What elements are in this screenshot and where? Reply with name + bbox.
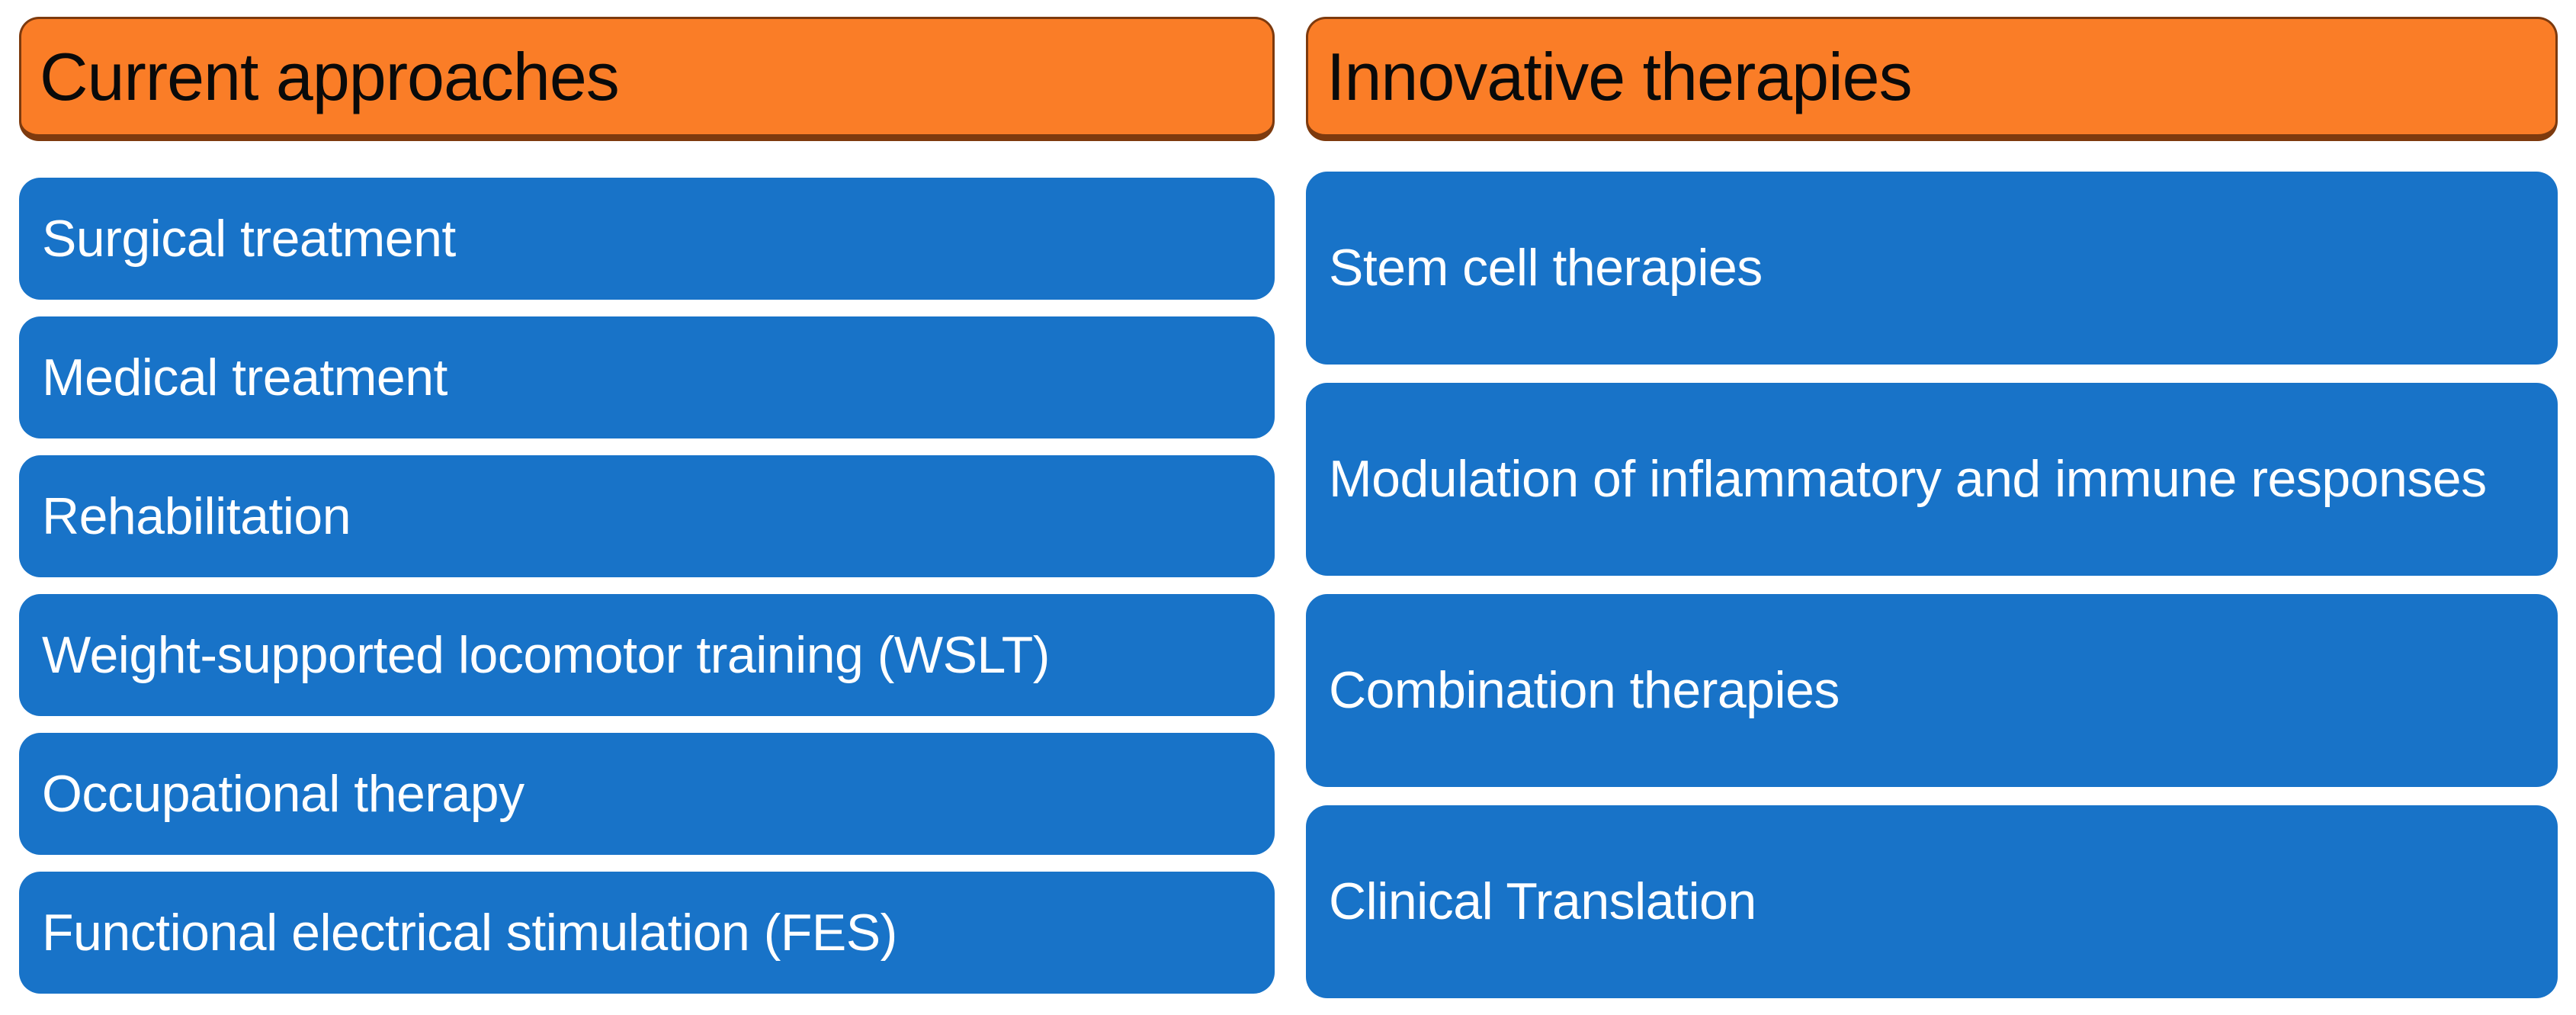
list-item-surgical-treatment: Surgical treatment: [19, 178, 1275, 300]
list-item-modulation-inflammatory-immune: Modulation of inflammatory and immune re…: [1306, 383, 2558, 576]
column-header-innovative-therapies: Innovative therapies: [1306, 17, 2558, 141]
list-item-functional-electrical-stimulation: Functional electrical stimulation (FES): [19, 872, 1275, 994]
list-item-occupational-therapy: Occupational therapy: [19, 733, 1275, 855]
column-header-current-approaches: Current approaches: [19, 17, 1275, 141]
list-item-clinical-translation: Clinical Translation: [1306, 805, 2558, 998]
list-item-combination-therapies: Combination therapies: [1306, 594, 2558, 787]
list-item-rehabilitation: Rehabilitation: [19, 455, 1275, 577]
list-item-stem-cell-therapies: Stem cell therapies: [1306, 172, 2558, 365]
column-current-approaches: Current approaches Surgical treatment Me…: [19, 17, 1275, 1015]
column-innovative-therapies: Innovative therapies Stem cell therapies…: [1306, 17, 2558, 1015]
list-item-medical-treatment: Medical treatment: [19, 316, 1275, 438]
list-item-weight-supported-locomotor-training: Weight-supported locomotor training (WSL…: [19, 594, 1275, 716]
